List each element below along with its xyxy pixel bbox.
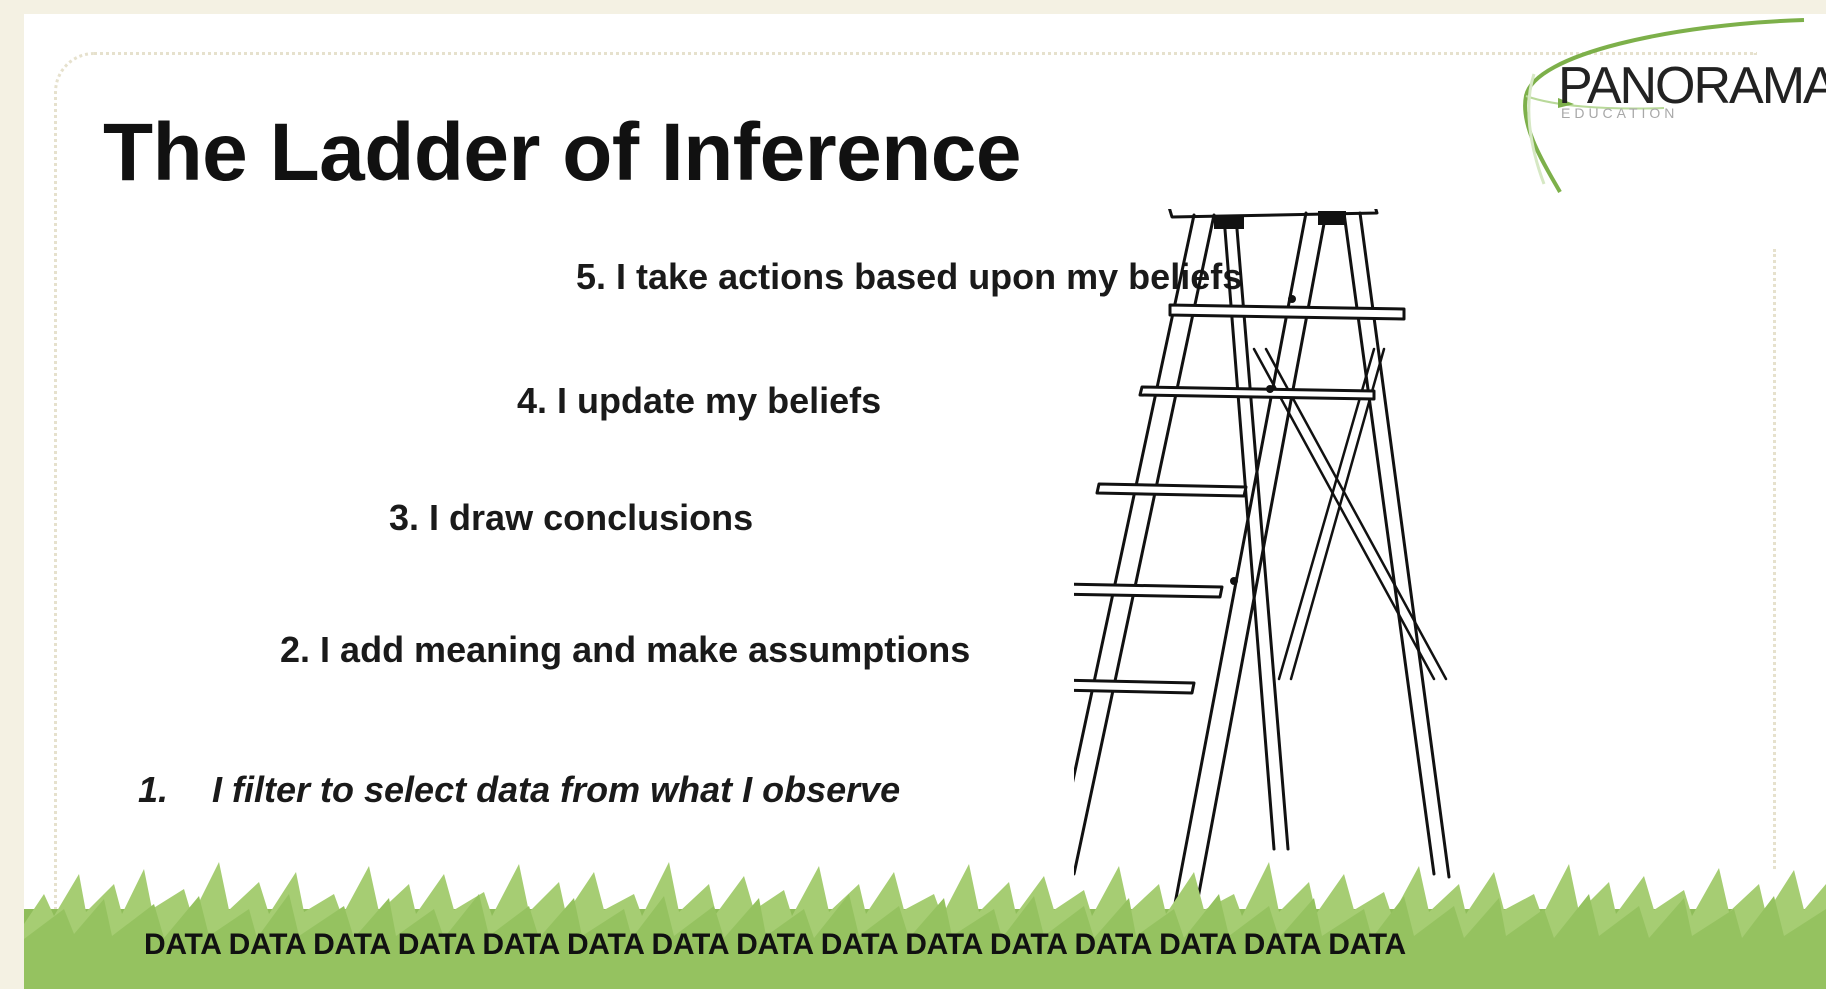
dotted-frame-right bbox=[1773, 249, 1776, 869]
dotted-frame bbox=[54, 52, 1757, 935]
step-2: 2. I add meaning and make assumptions bbox=[280, 629, 970, 671]
data-footer: DATA DATA DATA DATA DATA DATA DATA DATA … bbox=[144, 928, 1406, 961]
slide-title: The Ladder of Inference bbox=[103, 107, 1022, 198]
step-number: 3. bbox=[389, 497, 420, 538]
grass-illustration-icon bbox=[24, 862, 1826, 989]
step-1: 1. I filter to select data from what I ob… bbox=[138, 769, 900, 811]
step-text: I take actions based upon my beliefs bbox=[616, 256, 1243, 297]
step-5: 5. I take actions based upon my beliefs bbox=[576, 256, 1242, 298]
step-text: I update my beliefs bbox=[557, 380, 882, 421]
step-text: I draw conclusions bbox=[429, 497, 754, 538]
step-number: 5. bbox=[576, 256, 607, 297]
slide: PANORAMA EDUCATION The Ladder of Inferen… bbox=[24, 14, 1826, 989]
panorama-logo-arc-icon bbox=[1523, 18, 1805, 193]
step-number: 4. bbox=[517, 380, 548, 421]
step-3: 3. I draw conclusions bbox=[389, 497, 753, 539]
logo-wordmark: PANORAMA bbox=[1558, 57, 1826, 115]
step-text: I add meaning and make assumptions bbox=[320, 629, 971, 670]
step-number: 2. bbox=[280, 629, 311, 670]
step-text: I filter to select data from what I obse… bbox=[212, 769, 901, 810]
ladder-illustration-icon bbox=[1074, 209, 1451, 911]
step-number: 1. bbox=[138, 769, 169, 810]
logo-subtitle: EDUCATION bbox=[1561, 105, 1679, 121]
step-4: 4. I update my beliefs bbox=[517, 380, 881, 422]
